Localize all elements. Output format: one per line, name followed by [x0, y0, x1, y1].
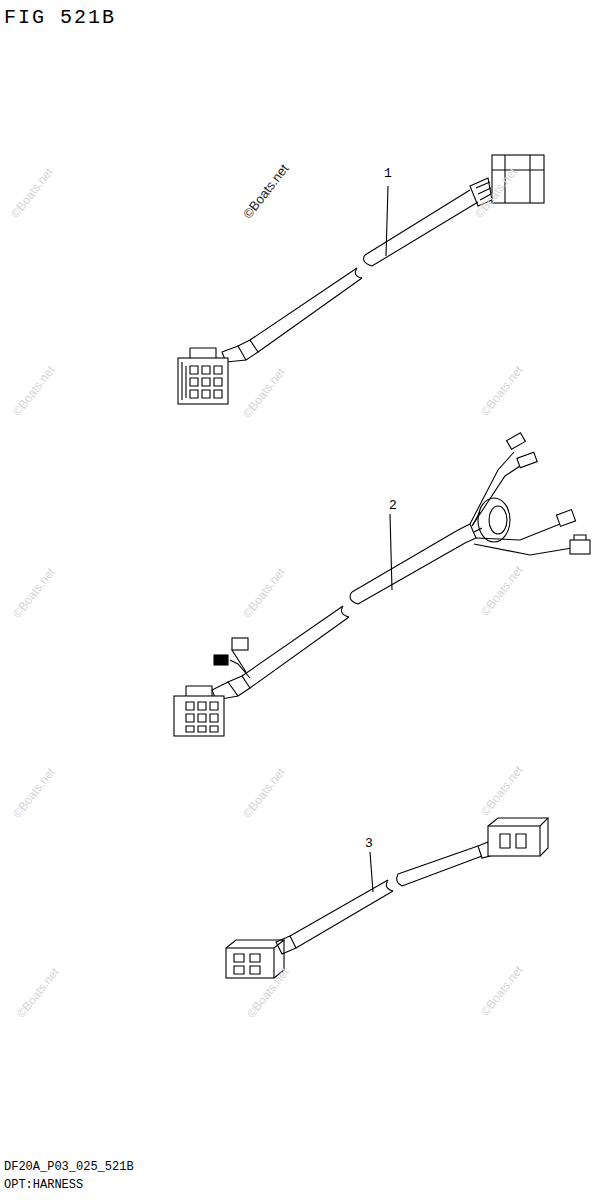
- figure-caption: OPT:HARNESS: [4, 1178, 83, 1192]
- watermark: ©Boats.net: [478, 963, 526, 1019]
- watermark: ©Boats.net: [10, 363, 58, 419]
- watermark: ©Boats.net: [10, 565, 58, 621]
- harness-3: [226, 818, 548, 978]
- watermark: ©Boats.net: [240, 765, 288, 821]
- watermark: ©Boats.net: [478, 763, 526, 819]
- watermark: ©Boats.net: [478, 563, 526, 619]
- watermark: ©Boats.net: [240, 565, 288, 621]
- harness-1: [178, 155, 544, 404]
- harness-2: [174, 433, 590, 736]
- watermark: ©Boats.net: [478, 363, 526, 419]
- callout-number: 3: [364, 836, 374, 851]
- watermark: ©Boats.net: [10, 765, 58, 821]
- watermark: ©Boats.net: [8, 165, 56, 221]
- watermark: ©Boats.net: [240, 365, 288, 421]
- figure-title: FIG 521B: [4, 6, 116, 29]
- callout-number: 1: [383, 166, 393, 181]
- watermark: ©Boats.net: [14, 965, 62, 1021]
- figure-code: DF20A_P03_025_521B: [4, 1160, 134, 1174]
- watermark: ©Boats.net: [240, 161, 292, 221]
- callout-number: 2: [388, 498, 398, 513]
